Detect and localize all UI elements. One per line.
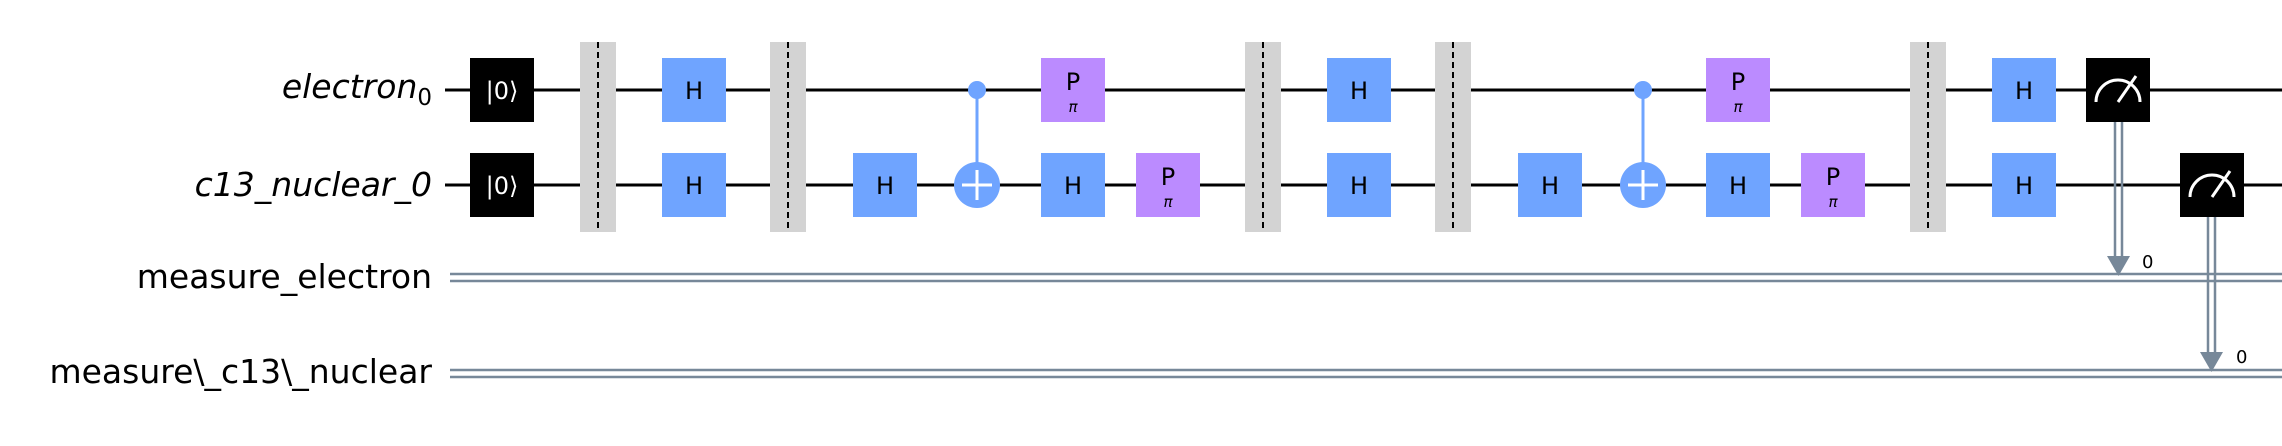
h-gate-c13-nuclear-1: H bbox=[662, 153, 726, 217]
wire-label-electron: electron0 bbox=[282, 67, 432, 111]
barrier-3 bbox=[1245, 42, 1281, 232]
svg-text:H: H bbox=[1350, 77, 1368, 105]
svg-text:π: π bbox=[1828, 193, 1838, 211]
barrier-4 bbox=[1435, 42, 1471, 232]
p-gate-c13-nuclear-1: P π bbox=[1136, 153, 1200, 217]
svg-text:|0⟩: |0⟩ bbox=[486, 77, 519, 105]
h-gate-electron-3: H bbox=[1992, 58, 2056, 122]
measure-gate-c13-nuclear bbox=[2180, 153, 2244, 372]
p-gate-electron-1: P π bbox=[1041, 58, 1105, 122]
svg-text:P: P bbox=[1826, 163, 1840, 191]
svg-text:π: π bbox=[1163, 193, 1173, 211]
cnot-gate-2 bbox=[1620, 81, 1666, 208]
h-gate-c13-nuclear-6: H bbox=[1706, 153, 1770, 217]
h-gate-c13-nuclear-3: H bbox=[1041, 153, 1105, 217]
p-gate-electron-2: P π bbox=[1706, 58, 1770, 122]
svg-text:H: H bbox=[1350, 172, 1368, 200]
svg-text:H: H bbox=[685, 77, 703, 105]
barrier-2 bbox=[770, 42, 806, 232]
h-gate-c13-nuclear-4: H bbox=[1327, 153, 1391, 217]
p-gate-c13-nuclear-2: P π bbox=[1801, 153, 1865, 217]
svg-text:H: H bbox=[876, 172, 894, 200]
init-gate-electron: |0⟩ bbox=[470, 58, 534, 122]
svg-text:H: H bbox=[2015, 172, 2033, 200]
cnot-gate-1 bbox=[954, 81, 1000, 208]
init-gate-c13-nuclear: |0⟩ bbox=[470, 153, 534, 217]
svg-text:π: π bbox=[1068, 98, 1078, 116]
svg-text:π: π bbox=[1733, 98, 1743, 116]
wire-label-c13-nuclear: c13_nuclear_0 bbox=[194, 165, 432, 204]
wire-label-electron-name: electron bbox=[281, 67, 418, 106]
wire-label-measure-electron: measure_electron bbox=[136, 257, 432, 296]
svg-text:H: H bbox=[685, 172, 703, 200]
measure-gate-electron bbox=[2086, 58, 2150, 276]
barrier-5 bbox=[1910, 42, 1946, 232]
svg-text:H: H bbox=[1064, 172, 1082, 200]
barrier-1 bbox=[580, 42, 616, 232]
svg-text:P: P bbox=[1066, 68, 1080, 96]
h-gate-c13-nuclear-5: H bbox=[1518, 153, 1582, 217]
measure-bit-label-electron: 0 bbox=[2142, 252, 2153, 273]
h-gate-c13-nuclear-7: H bbox=[1992, 153, 2056, 217]
wire-label-electron-subscript: 0 bbox=[417, 85, 432, 111]
svg-text:|0⟩: |0⟩ bbox=[486, 172, 519, 200]
h-gate-electron-1: H bbox=[662, 58, 726, 122]
svg-text:H: H bbox=[1541, 172, 1559, 200]
svg-text:H: H bbox=[1729, 172, 1747, 200]
h-gate-electron-2: H bbox=[1327, 58, 1391, 122]
measure-bit-label-c13-nuclear: 0 bbox=[2236, 347, 2247, 368]
classical-wire-measure-electron bbox=[450, 272, 2282, 283]
svg-text:P: P bbox=[1161, 163, 1175, 191]
svg-text:H: H bbox=[2015, 77, 2033, 105]
classical-wire-measure-c13-nuclear bbox=[450, 368, 2282, 379]
svg-text:P: P bbox=[1731, 68, 1745, 96]
h-gate-c13-nuclear-2: H bbox=[853, 153, 917, 217]
wire-label-measure-c13-nuclear: measure\_c13\_nuclear bbox=[49, 352, 432, 391]
